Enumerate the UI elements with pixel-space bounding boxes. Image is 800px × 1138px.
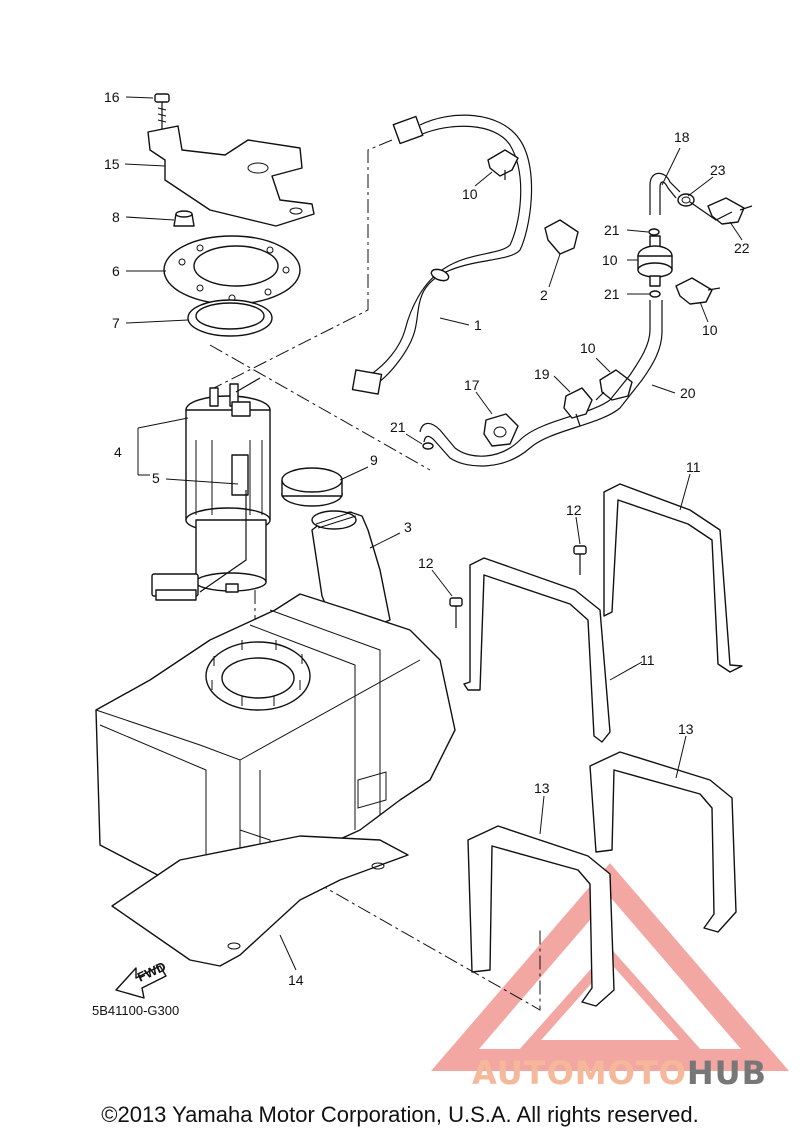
callout-13a: 13 (678, 721, 694, 737)
clip-10d (595, 369, 633, 401)
diagram-code: 5B41100-G300 (92, 1003, 179, 1018)
callout-21c: 21 (390, 419, 406, 435)
callout-leaders (124, 96, 743, 971)
fuel-cap-9 (281, 467, 343, 507)
grommet-23 (677, 193, 695, 207)
callout-10c: 10 (702, 322, 718, 338)
callout-1: 1 (474, 317, 482, 333)
callout-10d: 10 (580, 340, 596, 356)
clip-19 (563, 387, 593, 427)
callout-10a: 10 (462, 186, 478, 202)
callout-12a: 12 (566, 502, 582, 518)
clip-2 (544, 219, 579, 255)
callout-8: 8 (112, 209, 120, 225)
nut-8 (173, 210, 195, 227)
callout-14: 14 (288, 972, 304, 988)
bracket-plate-15 (147, 125, 315, 227)
callout-7: 7 (112, 315, 120, 331)
callout-22: 10 (602, 252, 618, 268)
clip-10a (487, 149, 519, 180)
copyright-notice: ©2013 Yamaha Motor Corporation, U.S.A. A… (101, 1102, 699, 1127)
callout-13b: 13 (534, 780, 550, 796)
callout-10b: 22 (734, 240, 750, 256)
callout-23: 23 (710, 162, 726, 178)
callout-2: 2 (540, 287, 548, 303)
callout-11b: 11 (640, 652, 655, 668)
check-valve-22 (637, 235, 673, 287)
callout-3: 3 (404, 519, 412, 535)
callout-17: 17 (464, 377, 480, 393)
clip-17 (483, 413, 519, 447)
pad-13b (467, 825, 615, 1007)
fuel-pump-assembly-4 (151, 377, 271, 601)
callout-18: 18 (674, 129, 690, 145)
strap-11b (463, 557, 611, 743)
callout-15: 15 (104, 156, 120, 172)
callout-4: 4 (114, 444, 122, 460)
callout-20: 20 (680, 385, 696, 401)
ring-plate-6 (163, 235, 301, 305)
hose-clamp-21b (649, 290, 661, 298)
watermark-logo (431, 863, 789, 1071)
callout-16: 16 (104, 89, 120, 105)
callout-19: 19 (534, 366, 550, 382)
callout-11a: 11 (686, 459, 701, 475)
watermark-text: AUTOMOTOHUB (472, 1054, 767, 1092)
fuel-hose-1 (351, 114, 533, 395)
clip-10b (707, 197, 753, 225)
gasket-7 (187, 299, 273, 337)
vent-hose-18 (649, 172, 681, 215)
clip-10c (675, 277, 721, 305)
callout-21b: 21 (604, 286, 620, 302)
base-pad-14 (111, 835, 409, 967)
callout-labels: 16 15 8 6 7 4 5 10 18 23 21 22 2 10 21 1… (104, 89, 750, 988)
callout-5: 5 (152, 470, 160, 486)
bolt-12b (449, 597, 463, 628)
forward-arrow-icon: FWD (115, 959, 168, 999)
fuel-tank (95, 593, 456, 901)
bolt-12a (573, 545, 587, 575)
callout-21a: 21 (604, 222, 620, 238)
callout-12b: 12 (418, 555, 434, 571)
callout-9: 9 (370, 452, 378, 468)
strap-11a (603, 483, 743, 673)
bolt-16 (154, 93, 170, 130)
hose-clamp-21c (422, 442, 434, 450)
breather-hose-20 (419, 300, 663, 467)
pad-13a (589, 751, 737, 933)
callout-6: 6 (112, 263, 120, 279)
hose-clamp-21a (648, 228, 660, 236)
